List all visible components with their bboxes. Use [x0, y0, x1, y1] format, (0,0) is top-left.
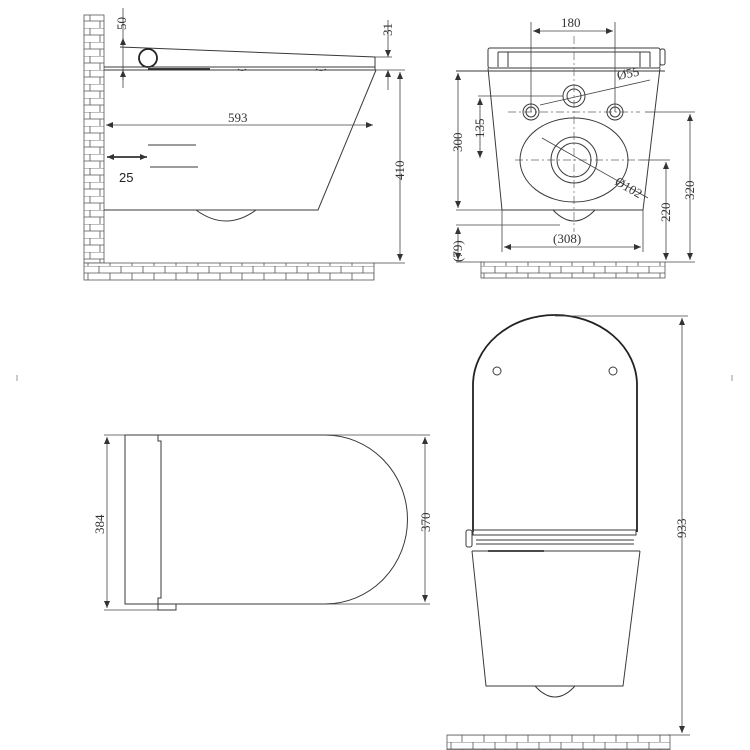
dim-inlet-diameter: Ø55	[616, 64, 641, 83]
dim-bolt-spacing: 180	[561, 15, 581, 30]
dim-width: (308)	[553, 231, 581, 246]
dim-bottom-clearance: (79)	[450, 240, 465, 262]
dim-overall-width: 384	[92, 514, 107, 534]
front-floor-brick	[480, 261, 666, 279]
top-view: 384 370	[92, 434, 433, 611]
wall-brick	[83, 14, 105, 264]
dim-depth: 593	[228, 110, 248, 125]
side-view: 50 31 593 25 410	[83, 8, 407, 281]
dim-lid-height: 50	[114, 17, 129, 30]
dim-wall-gap: 25	[119, 170, 133, 185]
front-view: Ø55 Ø102 180 300 135 (79) (308) 220	[450, 15, 697, 279]
dim-seat-width: 370	[418, 513, 433, 533]
dim-inlet-to-outlet: 135	[472, 119, 487, 139]
front-open-view: 933	[446, 314, 690, 750]
dim-outlet-height: 220	[658, 203, 673, 223]
dim-height-to-floor: 410	[392, 161, 407, 181]
dim-bolt-height: 300	[450, 133, 465, 153]
dim-seat-thickness: 31	[380, 23, 395, 36]
front-open-floor-brick	[446, 734, 671, 750]
dim-top-height: 320	[682, 181, 697, 201]
dim-overall-height: 933	[674, 519, 689, 539]
dim-outlet-diameter: Ø102	[613, 174, 646, 201]
floor-brick	[83, 262, 375, 281]
